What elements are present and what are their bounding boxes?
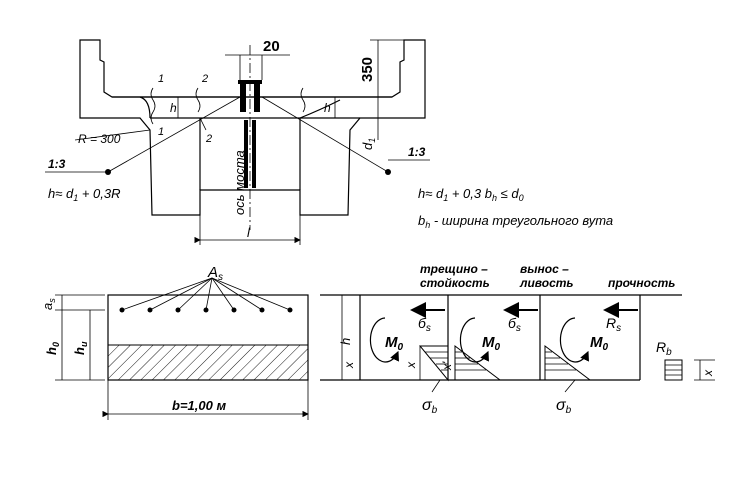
stage1-title-line2: стойкость bbox=[420, 276, 490, 290]
sigma-s-label-2: бs bbox=[508, 315, 521, 334]
rb-lines bbox=[665, 364, 682, 376]
bh-definition: bh - ширина треугольного вута bbox=[418, 213, 613, 230]
deck-outline bbox=[79, 39, 426, 216]
m0-label-3: M0 bbox=[590, 334, 609, 353]
stage2-stress-lines bbox=[455, 351, 486, 371]
formula-right: h≈ d1 + 0,3 bh ≤ d0 bbox=[418, 186, 524, 203]
sigma-b2-leader bbox=[564, 379, 576, 393]
sigma-b1-leader bbox=[431, 379, 441, 393]
r300-leader bbox=[74, 129, 151, 141]
stage3-compression-triangle bbox=[544, 344, 592, 381]
h-label: h bbox=[338, 338, 353, 345]
stage1-moment-arrow bbox=[369, 317, 399, 363]
cut-mark-2-left bbox=[195, 87, 201, 113]
h-right-label: h bbox=[324, 101, 331, 115]
m0-label-2: M0 bbox=[482, 334, 501, 353]
x-label-3: x' bbox=[440, 361, 454, 371]
slope-left-label: 1:3 bbox=[48, 157, 66, 171]
stage1-compression-triangle bbox=[418, 345, 449, 382]
stage2-compression-triangle bbox=[454, 344, 502, 381]
section-label-2-top: 2 bbox=[201, 73, 208, 85]
slope-right-label: 1:3 bbox=[408, 145, 426, 159]
sigma-b-label-1: σb bbox=[422, 397, 438, 416]
stage3-title: прочность bbox=[608, 276, 675, 290]
dim-20-label: 20 bbox=[263, 38, 280, 55]
stage3-moment-arrow bbox=[559, 317, 589, 363]
joint-left-plate bbox=[240, 84, 246, 112]
m0-label-1: M0 bbox=[385, 334, 404, 353]
stage3-stress-lines bbox=[545, 351, 576, 371]
slope-right-leader bbox=[261, 96, 389, 173]
h0-label: h0 bbox=[44, 342, 61, 355]
width-label: b=1,00 м bbox=[172, 398, 226, 413]
section-label-1-bottom: 1 bbox=[158, 126, 164, 138]
joint-web-left bbox=[244, 120, 248, 188]
slab-section bbox=[55, 277, 309, 420]
stage1-stress-lines bbox=[425, 351, 448, 371]
section-label-1-top: 1 bbox=[158, 73, 164, 85]
as-label: As bbox=[207, 264, 223, 283]
formula-left: h≈ d1 + 0,3R bbox=[48, 186, 121, 203]
bridge-cross-section bbox=[45, 39, 430, 245]
leader-2 bbox=[199, 117, 207, 131]
cut-mark-right bbox=[300, 87, 306, 113]
compression-zone bbox=[107, 344, 309, 381]
haunch-right bbox=[299, 99, 341, 119]
joint-right-plate bbox=[254, 84, 260, 112]
h-left-label: h bbox=[170, 101, 177, 115]
radius-label: R = 300 bbox=[78, 132, 121, 146]
radius-haunch-left bbox=[139, 96, 151, 119]
x-label-1: x bbox=[342, 361, 356, 369]
dim-350-label: 350 bbox=[359, 57, 376, 82]
slope-right-dot bbox=[385, 169, 391, 175]
cut-mark-1-left bbox=[150, 87, 156, 125]
rb-label: Rb bbox=[656, 339, 672, 358]
sigma-b-label-2: σb bbox=[556, 397, 572, 416]
hu-label: hu bbox=[72, 341, 89, 355]
as-leaders bbox=[121, 277, 291, 311]
sigma-s-label-1: бs bbox=[418, 315, 431, 334]
d1-label: d1 bbox=[360, 138, 377, 150]
joint-web-right bbox=[252, 120, 256, 188]
x-label-4: x bbox=[701, 369, 715, 377]
stress-stages bbox=[320, 294, 715, 393]
slope-left-leader bbox=[107, 96, 241, 173]
bridge-axis-label: ось моста bbox=[232, 150, 247, 215]
span-label: l bbox=[247, 225, 251, 240]
rs-label: Rs bbox=[606, 315, 621, 334]
stage2-moment-arrow bbox=[459, 317, 489, 363]
x-label-2: x bbox=[404, 361, 418, 369]
as-cover-label: as bbox=[40, 298, 57, 310]
section-label-2-bottom: 2 bbox=[205, 133, 212, 145]
stage1-title-line1: трещино – bbox=[420, 262, 488, 276]
stage2-title-line1: вынос – bbox=[520, 262, 569, 276]
stage2-title-line2: ливость bbox=[519, 276, 574, 290]
